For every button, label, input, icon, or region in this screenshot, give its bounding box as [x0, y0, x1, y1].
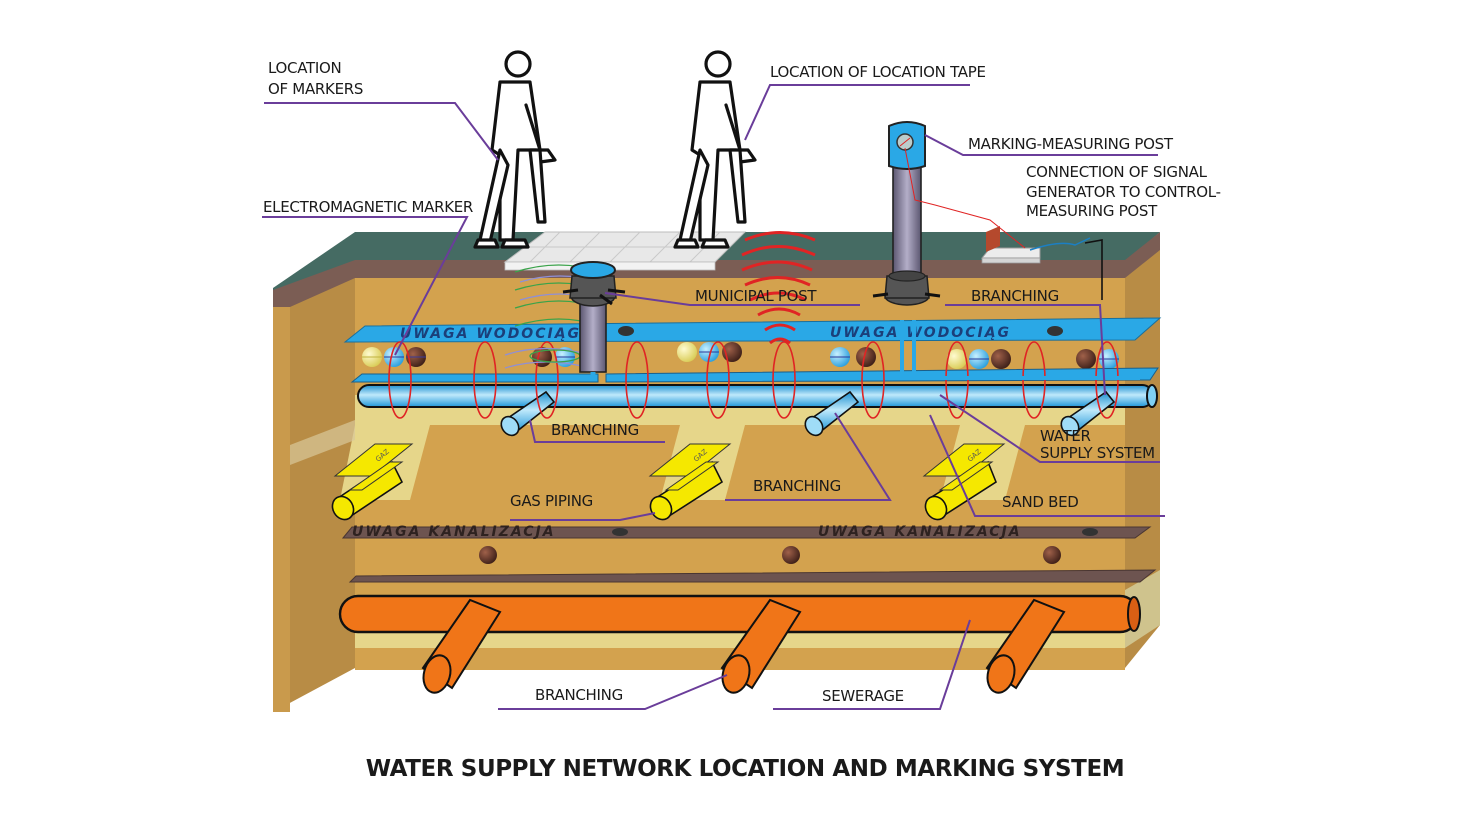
- marker-ball-brown: [1076, 349, 1096, 369]
- marker-ball-blue: [969, 349, 989, 369]
- label-marking-measuring-post: MARKING-MEASURING POST: [968, 135, 1174, 153]
- leader-branching-water: [529, 419, 665, 443]
- label-signal-generator-1: CONNECTION OF SIGNAL: [1026, 163, 1208, 181]
- signal-generator: [904, 147, 1103, 300]
- soil-left-front: [273, 305, 290, 712]
- label-location-of-markers-1: LOCATION: [268, 59, 341, 77]
- marker-ball-brown: [782, 546, 800, 564]
- leader-branching-top: [945, 304, 1106, 396]
- gas-pipe-1: GAZ: [331, 443, 414, 521]
- tape-logo-icon: [1082, 528, 1098, 536]
- sand-bed-left-face: [290, 420, 355, 465]
- label-branching-water: BRANCHING: [551, 421, 639, 439]
- marker-ball-blue: [384, 347, 404, 367]
- label-water-supply-system-1: WATER: [1040, 427, 1091, 445]
- marker-ball-yellow: [362, 347, 382, 367]
- water-tape-text-2: UWAGA WODOCIĄG: [830, 325, 1011, 341]
- marker-ball-brown: [991, 349, 1011, 369]
- gas-pipe-2: GAZ: [648, 443, 732, 521]
- marker-ball-blue: [699, 342, 719, 362]
- label-branching-sewer: BRANCHING: [535, 686, 623, 704]
- labels: LOCATION OF MARKERS ELECTROMAGNETIC MARK…: [263, 59, 1221, 705]
- label-water-supply-system-2: SUPPLY SYSTEM: [1040, 444, 1155, 462]
- tape-logo-icon: [1047, 326, 1063, 336]
- label-branching-gas: BRANCHING: [753, 477, 841, 495]
- sewer-warning-tape: UWAGA KANALIZACJA UWAGA KANALIZACJA: [341, 515, 1165, 583]
- leader-sand-bed: [929, 414, 1165, 517]
- water-warning-tape: UWAGA WODOCIĄG UWAGA WODOCIĄG: [343, 317, 1162, 343]
- grass-surface: [273, 232, 1160, 305]
- tape-logo-icon: [612, 528, 628, 536]
- water-branch-1: [500, 390, 556, 437]
- leader-marking-measuring-post: [924, 134, 1158, 156]
- leader-location-tape: [744, 84, 970, 141]
- leader-location-of-markers: [264, 102, 499, 161]
- water-branch-2: [804, 390, 860, 437]
- diagram-title: WATER SUPPLY NETWORK LOCATION AND MARKIN…: [366, 756, 1125, 782]
- label-branching-top: BRANCHING: [971, 287, 1059, 305]
- sewer-tape-text-2: UWAGA KANALIZACJA: [818, 524, 1022, 540]
- sewer-markers: [479, 546, 1061, 564]
- label-sand-bed: SAND BED: [1002, 493, 1079, 511]
- label-municipal-post: MUNICIPAL POST: [695, 287, 817, 305]
- label-electromagnetic-marker: ELECTROMAGNETIC MARKER: [263, 198, 473, 216]
- label-location-of-markers-2: OF MARKERS: [268, 80, 363, 98]
- marker-ball-yellow: [947, 349, 967, 369]
- label-sewerage: SEWERAGE: [822, 687, 904, 705]
- leader-lines: [262, 84, 1165, 710]
- soil-right-face: [1125, 245, 1160, 668]
- marker-ball-blue: [830, 347, 850, 367]
- label-signal-generator-3: MEASURING POST: [1026, 202, 1158, 220]
- person-locating-markers: [473, 50, 557, 249]
- location-tape-signal-waves: [741, 231, 816, 345]
- label-location-of-location-tape: LOCATION OF LOCATION TAPE: [770, 63, 986, 81]
- person-locating-tape: [673, 50, 757, 249]
- leader-sewerage: [773, 619, 971, 710]
- leader-water-supply-system: [939, 394, 1160, 463]
- sewer-branch-2: [720, 598, 802, 694]
- soil-left-face: [273, 262, 355, 712]
- tape-logo-icon: [618, 326, 634, 336]
- sewer-branch-3: [985, 598, 1066, 694]
- sewer-branch-1: [421, 598, 502, 694]
- marker-ball-yellow: [677, 342, 697, 362]
- label-gas-piping: GAS PIPING: [510, 492, 593, 510]
- municipal-post: [504, 261, 626, 380]
- leader-branching-gas: [725, 412, 892, 501]
- gas-piping: GAZ GAZ GAZ: [331, 443, 1006, 521]
- marker-ball-brown: [479, 546, 497, 564]
- label-signal-generator-2: GENERATOR TO CONTROL-: [1026, 183, 1221, 201]
- ground-rod: [1084, 239, 1103, 300]
- water-tape-text-1: UWAGA WODOCIĄG: [400, 326, 581, 342]
- leader-electromagnetic-marker: [262, 216, 469, 356]
- water-branch-3: [1060, 390, 1116, 437]
- marking-measuring-post: [872, 121, 1140, 380]
- marker-ball-brown: [856, 347, 876, 367]
- leader-municipal-post: [604, 292, 860, 306]
- marker-ball-brown: [1043, 546, 1061, 564]
- leader-gas-piping: [510, 512, 656, 521]
- sewer-tape-text-1: UWAGA KANALIZACJA: [352, 524, 556, 540]
- sewerage-pipe: [338, 594, 1141, 694]
- leader-branching-sewer: [498, 674, 728, 710]
